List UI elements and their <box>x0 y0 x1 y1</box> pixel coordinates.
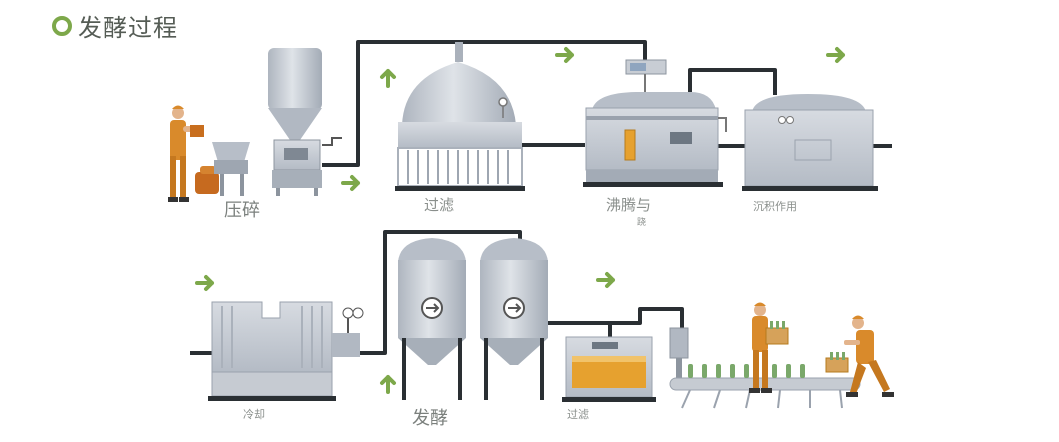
boil-kettle <box>583 59 727 187</box>
label-settle: 沉积作用 <box>753 200 797 213</box>
arrow-right-icon <box>826 47 845 63</box>
sack-pile <box>195 166 219 194</box>
arrow-up-icon <box>380 69 396 88</box>
pipes-top <box>322 40 892 167</box>
pipes-bottom <box>190 230 684 355</box>
gauge-icon <box>342 307 354 319</box>
label-boil: 沸腾与 <box>606 196 652 214</box>
arrow-right-icon <box>195 275 214 291</box>
lauter-tun <box>395 42 525 191</box>
circle-logo-icon <box>52 15 72 36</box>
arrow-up-icon <box>380 375 396 394</box>
fermenter-1 <box>398 238 466 400</box>
filter-machine <box>562 336 656 402</box>
label-ferment: 发酵 <box>412 408 448 429</box>
cooler-machine <box>208 301 364 401</box>
arrow-right-icon <box>596 272 615 288</box>
arrow-right-icon <box>341 175 360 191</box>
diagram-title: 发酵过程 <box>52 8 178 43</box>
page-title: 发酵过程 <box>78 14 178 42</box>
gauge-icon <box>778 116 786 124</box>
label-crush: 压碎 <box>224 200 260 221</box>
bottle-icon <box>688 364 805 378</box>
label-cool: 冷却 <box>243 408 265 421</box>
fermenter-2 <box>480 238 548 400</box>
label-boil-sub: 跷 <box>637 218 647 228</box>
label-filter-bottom: 过滤 <box>567 408 589 421</box>
label-filter-top: 过滤 <box>424 196 455 214</box>
worker-icon <box>825 315 894 397</box>
worker-icon <box>749 302 789 393</box>
arrow-right-icon <box>555 47 574 63</box>
settling-tank <box>742 94 878 191</box>
worker-icon <box>168 105 204 202</box>
gauge-icon <box>498 97 508 107</box>
arrows <box>195 47 845 394</box>
mill-machine <box>212 48 342 196</box>
